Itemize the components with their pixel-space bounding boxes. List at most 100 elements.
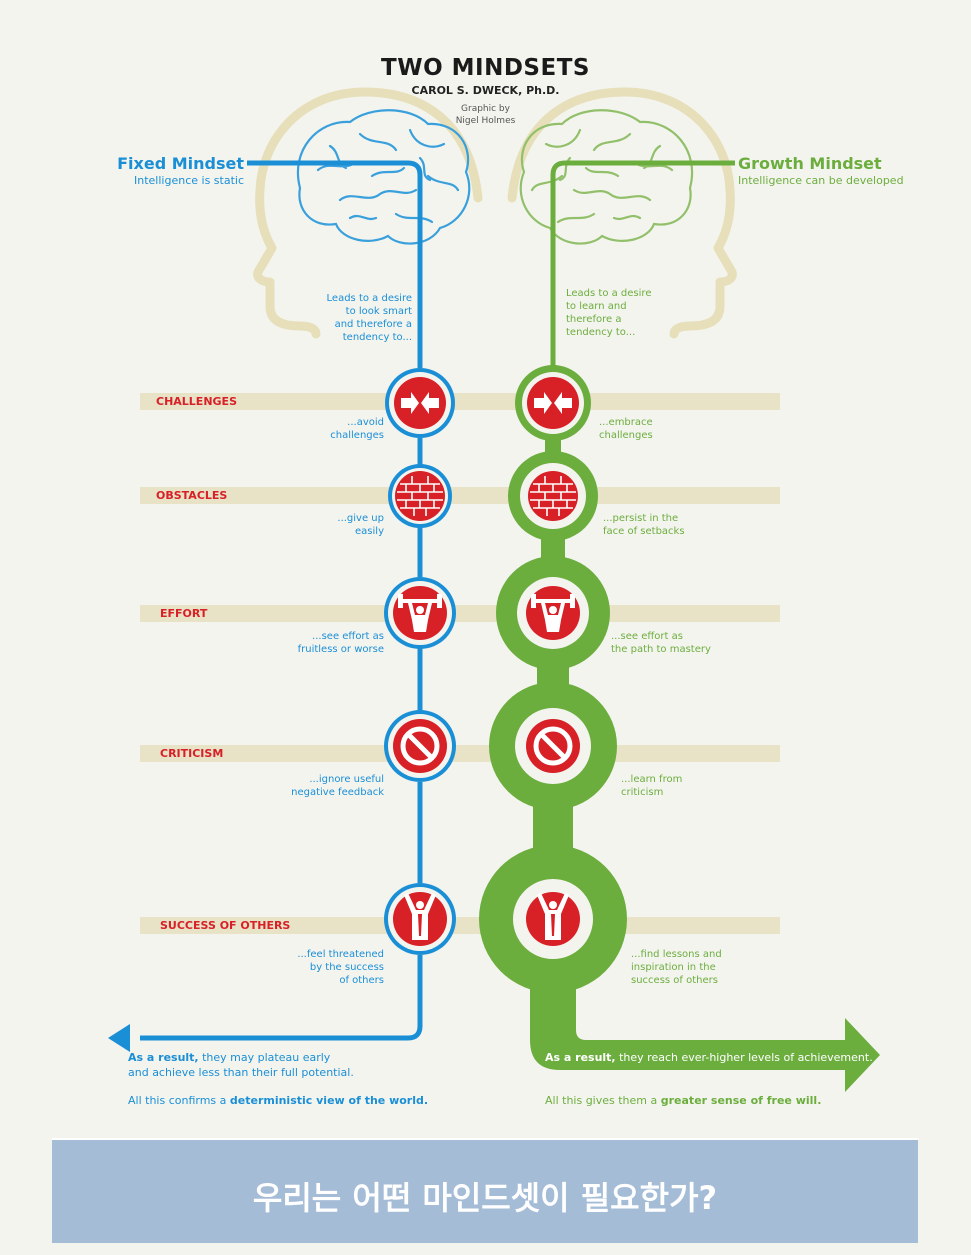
growth-conclusion-bold: greater sense of free will. — [660, 1094, 822, 1107]
response-line: challenges — [599, 430, 653, 441]
fixed-lead-line: Leads to a desire — [326, 293, 412, 304]
fixed-result-lead: As a result, — [128, 1051, 199, 1064]
response-line: success of others — [631, 975, 718, 986]
growth-brain-icon — [519, 109, 693, 245]
brick-wall-icon — [530, 476, 576, 516]
response-line: ...learn from — [621, 774, 683, 785]
category-bands — [140, 393, 780, 934]
brick-wall-icon — [397, 476, 443, 516]
fixed-arrow-head — [108, 1024, 130, 1052]
growth-response-challenges: ...embrace challenges — [599, 416, 653, 442]
response-line: ...persist in the — [603, 513, 679, 524]
growth-lead-line: therefore a — [566, 314, 622, 325]
prohibition-icon — [533, 726, 573, 766]
band-obstacles — [140, 487, 780, 504]
growth-result: As a result, they reach ever-higher leve… — [545, 1050, 873, 1065]
weightlifter-icon — [531, 594, 575, 632]
credit-line-2: Nigel Holmes — [455, 116, 516, 126]
fixed-conclusion-bold: deterministic view of the world. — [229, 1094, 429, 1107]
head-outlines — [253, 87, 737, 339]
growth-conclusion-pre: All this gives them a — [545, 1094, 661, 1107]
cheering-person-icon — [537, 893, 569, 940]
band-criticism — [140, 745, 780, 762]
category-criticism: CRITICISM — [160, 747, 224, 760]
poster-title: TWO MINDSETS — [381, 55, 590, 81]
fixed-result-line-2: and achieve less than their full potenti… — [128, 1066, 354, 1079]
response-line: easily — [355, 526, 384, 537]
response-line: ...feel threatened — [297, 949, 384, 960]
growth-response-success: ...find lessons and inspiration in the s… — [631, 948, 722, 987]
response-line: ...embrace — [599, 417, 653, 428]
category-success-of-others: SUCCESS OF OTHERS — [160, 919, 291, 932]
growth-result-rest: they reach ever-higher levels of achieve… — [615, 1051, 873, 1064]
growth-circle-challenges — [515, 365, 591, 441]
fixed-brain-icon — [297, 109, 471, 245]
growth-mindset-subtitle: Intelligence can be developed — [738, 174, 904, 187]
growth-result-lead: As a result, — [545, 1051, 616, 1064]
response-line: face of setbacks — [603, 526, 685, 537]
response-line: ...see effort as — [611, 631, 683, 642]
fixed-mindset-title: Fixed Mindset — [117, 154, 244, 173]
category-obstacles: OBSTACLES — [156, 489, 228, 502]
prohibition-icon — [400, 726, 440, 766]
fixed-lead-line: and therefore a — [334, 319, 412, 330]
growth-head-outline — [507, 87, 737, 339]
fixed-head-outline — [253, 87, 483, 339]
fixed-result-line-1: As a result, they may plateau early — [128, 1050, 354, 1065]
growth-conclusion: All this gives them a greater sense of f… — [545, 1093, 821, 1108]
response-line: ...ignore useful — [309, 774, 384, 785]
response-line: fruitless or worse — [297, 644, 384, 655]
growth-lead-line: tendency to... — [566, 327, 636, 338]
response-line: ...see effort as — [312, 631, 384, 642]
response-line: the path to mastery — [611, 644, 711, 655]
category-effort: EFFORT — [160, 607, 208, 620]
response-line: of others — [339, 975, 384, 986]
growth-lead-text: Leads to a desire to learn and therefore… — [566, 287, 651, 339]
fixed-response-effort: ...see effort as fruitless or worse — [298, 630, 384, 656]
cheering-person-icon — [404, 893, 436, 940]
fixed-response-success: ...feel threatened by the success of oth… — [297, 948, 384, 987]
credit-line-1: Graphic by — [461, 104, 510, 114]
poster-credit: Graphic by Nigel Holmes — [0, 103, 971, 127]
fixed-circle-obstacles — [388, 464, 452, 528]
response-line: negative feedback — [291, 787, 384, 798]
response-line: inspiration in the — [631, 962, 716, 973]
fixed-mindset-subtitle: Intelligence is static — [134, 174, 244, 187]
fixed-response-challenges: ...avoid challenges — [330, 416, 384, 442]
growth-response-obstacles: ...persist in the face of setbacks — [603, 512, 685, 538]
growth-mindset-title: Growth Mindset — [738, 154, 882, 173]
growth-circle-obstacles — [508, 451, 598, 541]
arrows-clash-icon — [401, 392, 439, 414]
band-challenges — [140, 393, 780, 410]
growth-tail — [530, 980, 880, 1092]
response-line: ...avoid — [347, 417, 384, 428]
growth-response-criticism: ...learn from criticism — [621, 773, 682, 799]
fixed-response-obstacles: ...give up easily — [337, 512, 384, 538]
fixed-conclusion: All this confirms a deterministic view o… — [128, 1093, 428, 1108]
fixed-result-rest: they may plateau early — [198, 1051, 331, 1064]
fixed-response-criticism: ...ignore useful negative feedback — [291, 773, 384, 799]
fixed-lead-line: tendency to... — [342, 332, 412, 343]
weightlifter-icon — [398, 594, 442, 632]
question-banner: 우리는 어떤 마인드셋이 필요한가? — [52, 1138, 918, 1243]
response-line: ...give up — [337, 513, 384, 524]
fixed-circle-challenges — [385, 368, 455, 438]
fixed-connector — [247, 160, 423, 368]
fixed-path — [140, 160, 423, 1041]
fixed-lead-text: Leads to a desire to look smart and ther… — [327, 292, 412, 344]
growth-connector — [550, 160, 735, 368]
response-line: ...find lessons and — [631, 949, 722, 960]
response-line: by the success — [309, 962, 384, 973]
arrows-clash-icon — [534, 392, 572, 414]
fixed-result: As a result, they may plateau early and … — [128, 1050, 354, 1080]
growth-lead-line: Leads to a desire — [566, 288, 652, 299]
poster-author: CAROL S. DWECK, Ph.D. — [411, 84, 560, 97]
growth-response-effort: ...see effort as the path to mastery — [611, 630, 711, 656]
fixed-conclusion-pre: All this confirms a — [128, 1094, 230, 1107]
category-challenges: CHALLENGES — [156, 395, 237, 408]
question-text: 우리는 어떤 마인드셋이 필요한가? — [252, 1179, 718, 1217]
band-effort — [140, 605, 780, 622]
response-line: criticism — [621, 787, 664, 798]
